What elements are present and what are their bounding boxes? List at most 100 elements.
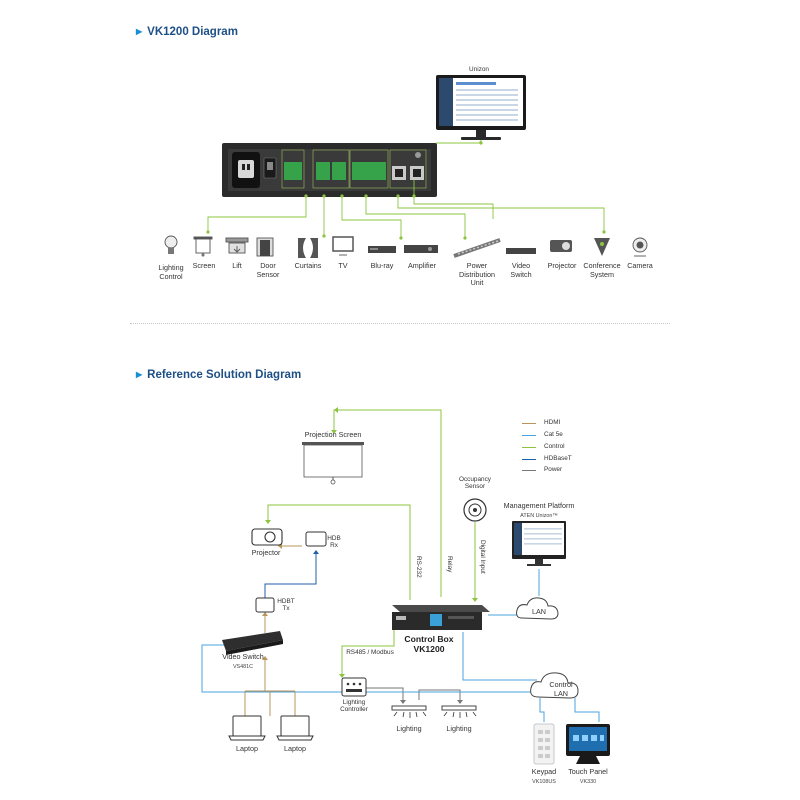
triangle-bullet-icon: ▶ — [136, 370, 143, 379]
projector-device — [251, 528, 283, 546]
video-switch-icon — [506, 248, 536, 254]
line: Sensor — [256, 269, 280, 279]
vk1200-rear-panel — [222, 143, 437, 197]
line: Control Box — [404, 634, 454, 644]
hdb-rx-device — [305, 531, 327, 547]
heading-text: VK1200 Diagram — [147, 26, 238, 38]
line: Conference — [583, 261, 621, 270]
lighting-1-label: Lighting — [396, 724, 422, 733]
device-icons — [164, 235, 648, 258]
line: Tx — [282, 605, 290, 613]
line: Occupancy — [459, 476, 491, 483]
occupancy-sensor-device — [463, 498, 487, 522]
line: Camera — [627, 261, 653, 270]
line: System — [590, 269, 614, 279]
heading-text: Reference Solution Diagram — [147, 369, 302, 381]
keypad-label: Keypad — [531, 767, 557, 776]
lift-icon — [225, 237, 249, 254]
line: Unit — [470, 278, 484, 288]
conference-system-icon — [594, 238, 610, 256]
curtains-icon — [298, 238, 318, 258]
device-label-amplifier: Amplifier — [408, 261, 436, 271]
line: LAN — [554, 688, 568, 698]
rs232-label: RS-232 — [415, 556, 422, 578]
line: Sensor — [464, 483, 486, 491]
lighting-bulb-icon — [164, 235, 178, 254]
device-label-curtains: Curtains — [294, 261, 322, 271]
line: Curtains — [294, 261, 322, 270]
legend-swatch-hdmi — [522, 423, 536, 425]
line: Projector — [547, 261, 577, 270]
video-switch-model: VS481C — [232, 664, 254, 670]
touch-panel-label: Touch Panel — [568, 767, 608, 776]
keypad-device — [533, 723, 555, 765]
laptop-1-label: Laptop — [236, 744, 258, 753]
door-icon — [256, 237, 274, 257]
bottom-connections — [201, 409, 600, 722]
line: VK1200 — [413, 644, 445, 654]
video-switch-device — [222, 631, 283, 655]
relay-label: Relay — [446, 556, 453, 573]
laptop-2-device — [276, 715, 314, 741]
keypad-model: VK108US — [532, 779, 556, 785]
projector-label: Projector — [251, 548, 281, 557]
line: Lift — [232, 261, 242, 270]
line: Amplifier — [408, 261, 436, 270]
device-label-screen: Screen — [193, 261, 216, 271]
laptop-1-device — [228, 715, 266, 741]
line: Rx — [330, 542, 338, 550]
legend-swatch-power — [522, 470, 536, 472]
device-label-tv: TV — [338, 261, 348, 271]
line: TV — [338, 261, 348, 270]
reference-solution-heading: ▶ Reference Solution Diagram — [136, 369, 301, 381]
device-label-lift: Lift — [232, 261, 242, 271]
pdu-icon — [453, 238, 501, 258]
line: Blu-ray — [370, 261, 394, 270]
unizon-monitor — [436, 75, 526, 140]
line: Lighting — [342, 699, 366, 706]
lan-cloud — [516, 597, 559, 620]
section-divider — [130, 323, 670, 324]
legend-label-cat5e: Cat 5e — [544, 431, 563, 438]
control-box-device — [392, 605, 490, 630]
management-platform-label: Management Platform — [503, 501, 575, 510]
projector-icon — [550, 240, 572, 252]
line: Distribution — [459, 269, 495, 279]
line: Power — [466, 261, 488, 270]
line: HDBT — [277, 598, 295, 605]
lighting-fixture-1 — [391, 705, 427, 718]
line: HDB — [327, 535, 341, 542]
projection-screen-device — [302, 442, 364, 485]
device-label-projector: Projector — [547, 261, 577, 271]
triangle-bullet-icon: ▶ — [136, 27, 143, 36]
line: Door — [260, 261, 276, 270]
tv-icon — [332, 236, 354, 256]
bluray-icon — [368, 246, 396, 253]
arrowheads — [262, 407, 478, 704]
line: Controller — [340, 706, 368, 714]
rs485-label: RS485 / Modbus — [346, 649, 394, 656]
legend-label-power: Power — [544, 466, 563, 473]
lighting-2-label: Lighting — [446, 724, 472, 733]
management-platform-sub: ATEN Unizon™ — [520, 513, 558, 519]
line: Video — [511, 261, 531, 270]
device-label-bluray: Blu-ray — [370, 261, 394, 271]
video-switch-label: Video Switch — [222, 652, 264, 661]
unizon-label: Unizon — [469, 66, 489, 73]
line: Lighting — [158, 263, 184, 272]
touch-panel-model: VK330 — [579, 779, 597, 785]
line: Control — [549, 680, 573, 689]
lighting-fixture-2 — [441, 705, 477, 718]
legend-swatch-cat5e — [522, 435, 536, 437]
vk1200-diagram-heading: ▶ VK1200 Diagram — [136, 26, 238, 38]
